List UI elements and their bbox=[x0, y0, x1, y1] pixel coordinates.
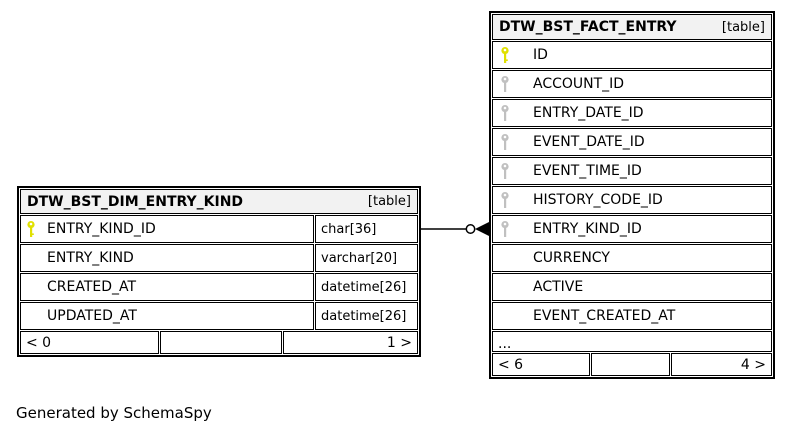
table-row: UPDATED_AT datetime[26] bbox=[20, 302, 418, 330]
foreign-key-icon bbox=[493, 220, 533, 239]
column-name: ENTRY_KIND_ID bbox=[47, 221, 156, 237]
foreign-key-icon bbox=[493, 104, 533, 123]
entity-table-dim-entry-kind: DTW_BST_DIM_ENTRY_KIND [table] ENTRY_KIN… bbox=[17, 186, 421, 357]
column-name: EVENT_DATE_ID bbox=[533, 134, 645, 150]
table-row: ACTIVE bbox=[492, 273, 772, 301]
column-name: UPDATED_AT bbox=[47, 308, 137, 324]
column-name: ACCOUNT_ID bbox=[533, 76, 625, 92]
table-type-badge: [table] bbox=[367, 194, 411, 209]
table-row: EVENT_CREATED_AT bbox=[492, 302, 772, 330]
column-name: CURRENCY bbox=[533, 250, 610, 266]
relationship-connector bbox=[421, 222, 489, 236]
primary-key-icon bbox=[493, 46, 533, 65]
no-key-icon bbox=[493, 278, 533, 297]
table-row: EVENT_TIME_ID bbox=[492, 157, 772, 185]
footer-spacer bbox=[591, 353, 671, 376]
table-row: ENTRY_KIND_ID bbox=[492, 215, 772, 243]
no-key-icon bbox=[493, 249, 533, 268]
column-name: HISTORY_CODE_ID bbox=[533, 192, 663, 208]
table-row: ENTRY_KIND_ID char[36] bbox=[20, 215, 418, 243]
children-count: < 0 bbox=[20, 331, 160, 354]
column-type: datetime[26] bbox=[315, 273, 418, 301]
table-name[interactable]: DTW_BST_FACT_ENTRY bbox=[499, 19, 677, 35]
no-key-icon bbox=[493, 307, 533, 326]
column-name: ID bbox=[533, 47, 548, 63]
table-row: CREATED_AT datetime[26] bbox=[20, 273, 418, 301]
table-name[interactable]: DTW_BST_DIM_ENTRY_KIND bbox=[27, 193, 244, 210]
column-type: char[36] bbox=[315, 215, 418, 243]
foreign-key-icon bbox=[493, 191, 533, 210]
column-name: EVENT_CREATED_AT bbox=[533, 308, 676, 324]
table-type-badge: [table] bbox=[721, 19, 765, 35]
table-header[interactable]: DTW_BST_DIM_ENTRY_KIND [table] bbox=[20, 189, 418, 214]
column-name: EVENT_TIME_ID bbox=[533, 163, 642, 179]
no-key-icon bbox=[21, 249, 47, 268]
table-degree-footer: < 0 1 > bbox=[20, 331, 418, 354]
table-header[interactable]: DTW_BST_FACT_ENTRY [table] bbox=[492, 14, 772, 40]
column-name: ACTIVE bbox=[533, 279, 584, 295]
column-name: CREATED_AT bbox=[47, 279, 137, 295]
column-name: ENTRY_KIND_ID bbox=[533, 221, 642, 237]
column-name: ENTRY_DATE_ID bbox=[533, 105, 644, 121]
foreign-key-icon bbox=[493, 75, 533, 94]
primary-key-icon bbox=[21, 220, 47, 239]
entity-table-fact-entry: DTW_BST_FACT_ENTRY [table] ID ACCOUNT_ID bbox=[489, 11, 775, 379]
children-count: < 6 bbox=[492, 353, 590, 376]
parents-count: 4 > bbox=[671, 353, 772, 376]
table-degree-footer: < 6 4 > bbox=[492, 353, 772, 376]
table-row: EVENT_DATE_ID bbox=[492, 128, 772, 156]
column-type: varchar[20] bbox=[315, 244, 418, 272]
table-row: ENTRY_KIND varchar[20] bbox=[20, 244, 418, 272]
foreign-key-icon bbox=[493, 133, 533, 152]
ellipsis-label: ... bbox=[498, 336, 512, 352]
column-name: ENTRY_KIND bbox=[47, 250, 134, 266]
parents-count: 1 > bbox=[282, 331, 418, 354]
footer-spacer bbox=[160, 331, 282, 354]
column-type: datetime[26] bbox=[315, 302, 418, 330]
table-row: ACCOUNT_ID bbox=[492, 70, 772, 98]
no-key-icon bbox=[21, 278, 47, 297]
table-row: ID bbox=[492, 41, 772, 69]
generator-credit: Generated by SchemaSpy bbox=[16, 404, 212, 422]
foreign-key-icon bbox=[493, 162, 533, 181]
table-row-ellipsis: ... bbox=[492, 331, 772, 352]
table-row: CURRENCY bbox=[492, 244, 772, 272]
table-row: HISTORY_CODE_ID bbox=[492, 186, 772, 214]
no-key-icon bbox=[21, 307, 47, 326]
table-row: ENTRY_DATE_ID bbox=[492, 99, 772, 127]
